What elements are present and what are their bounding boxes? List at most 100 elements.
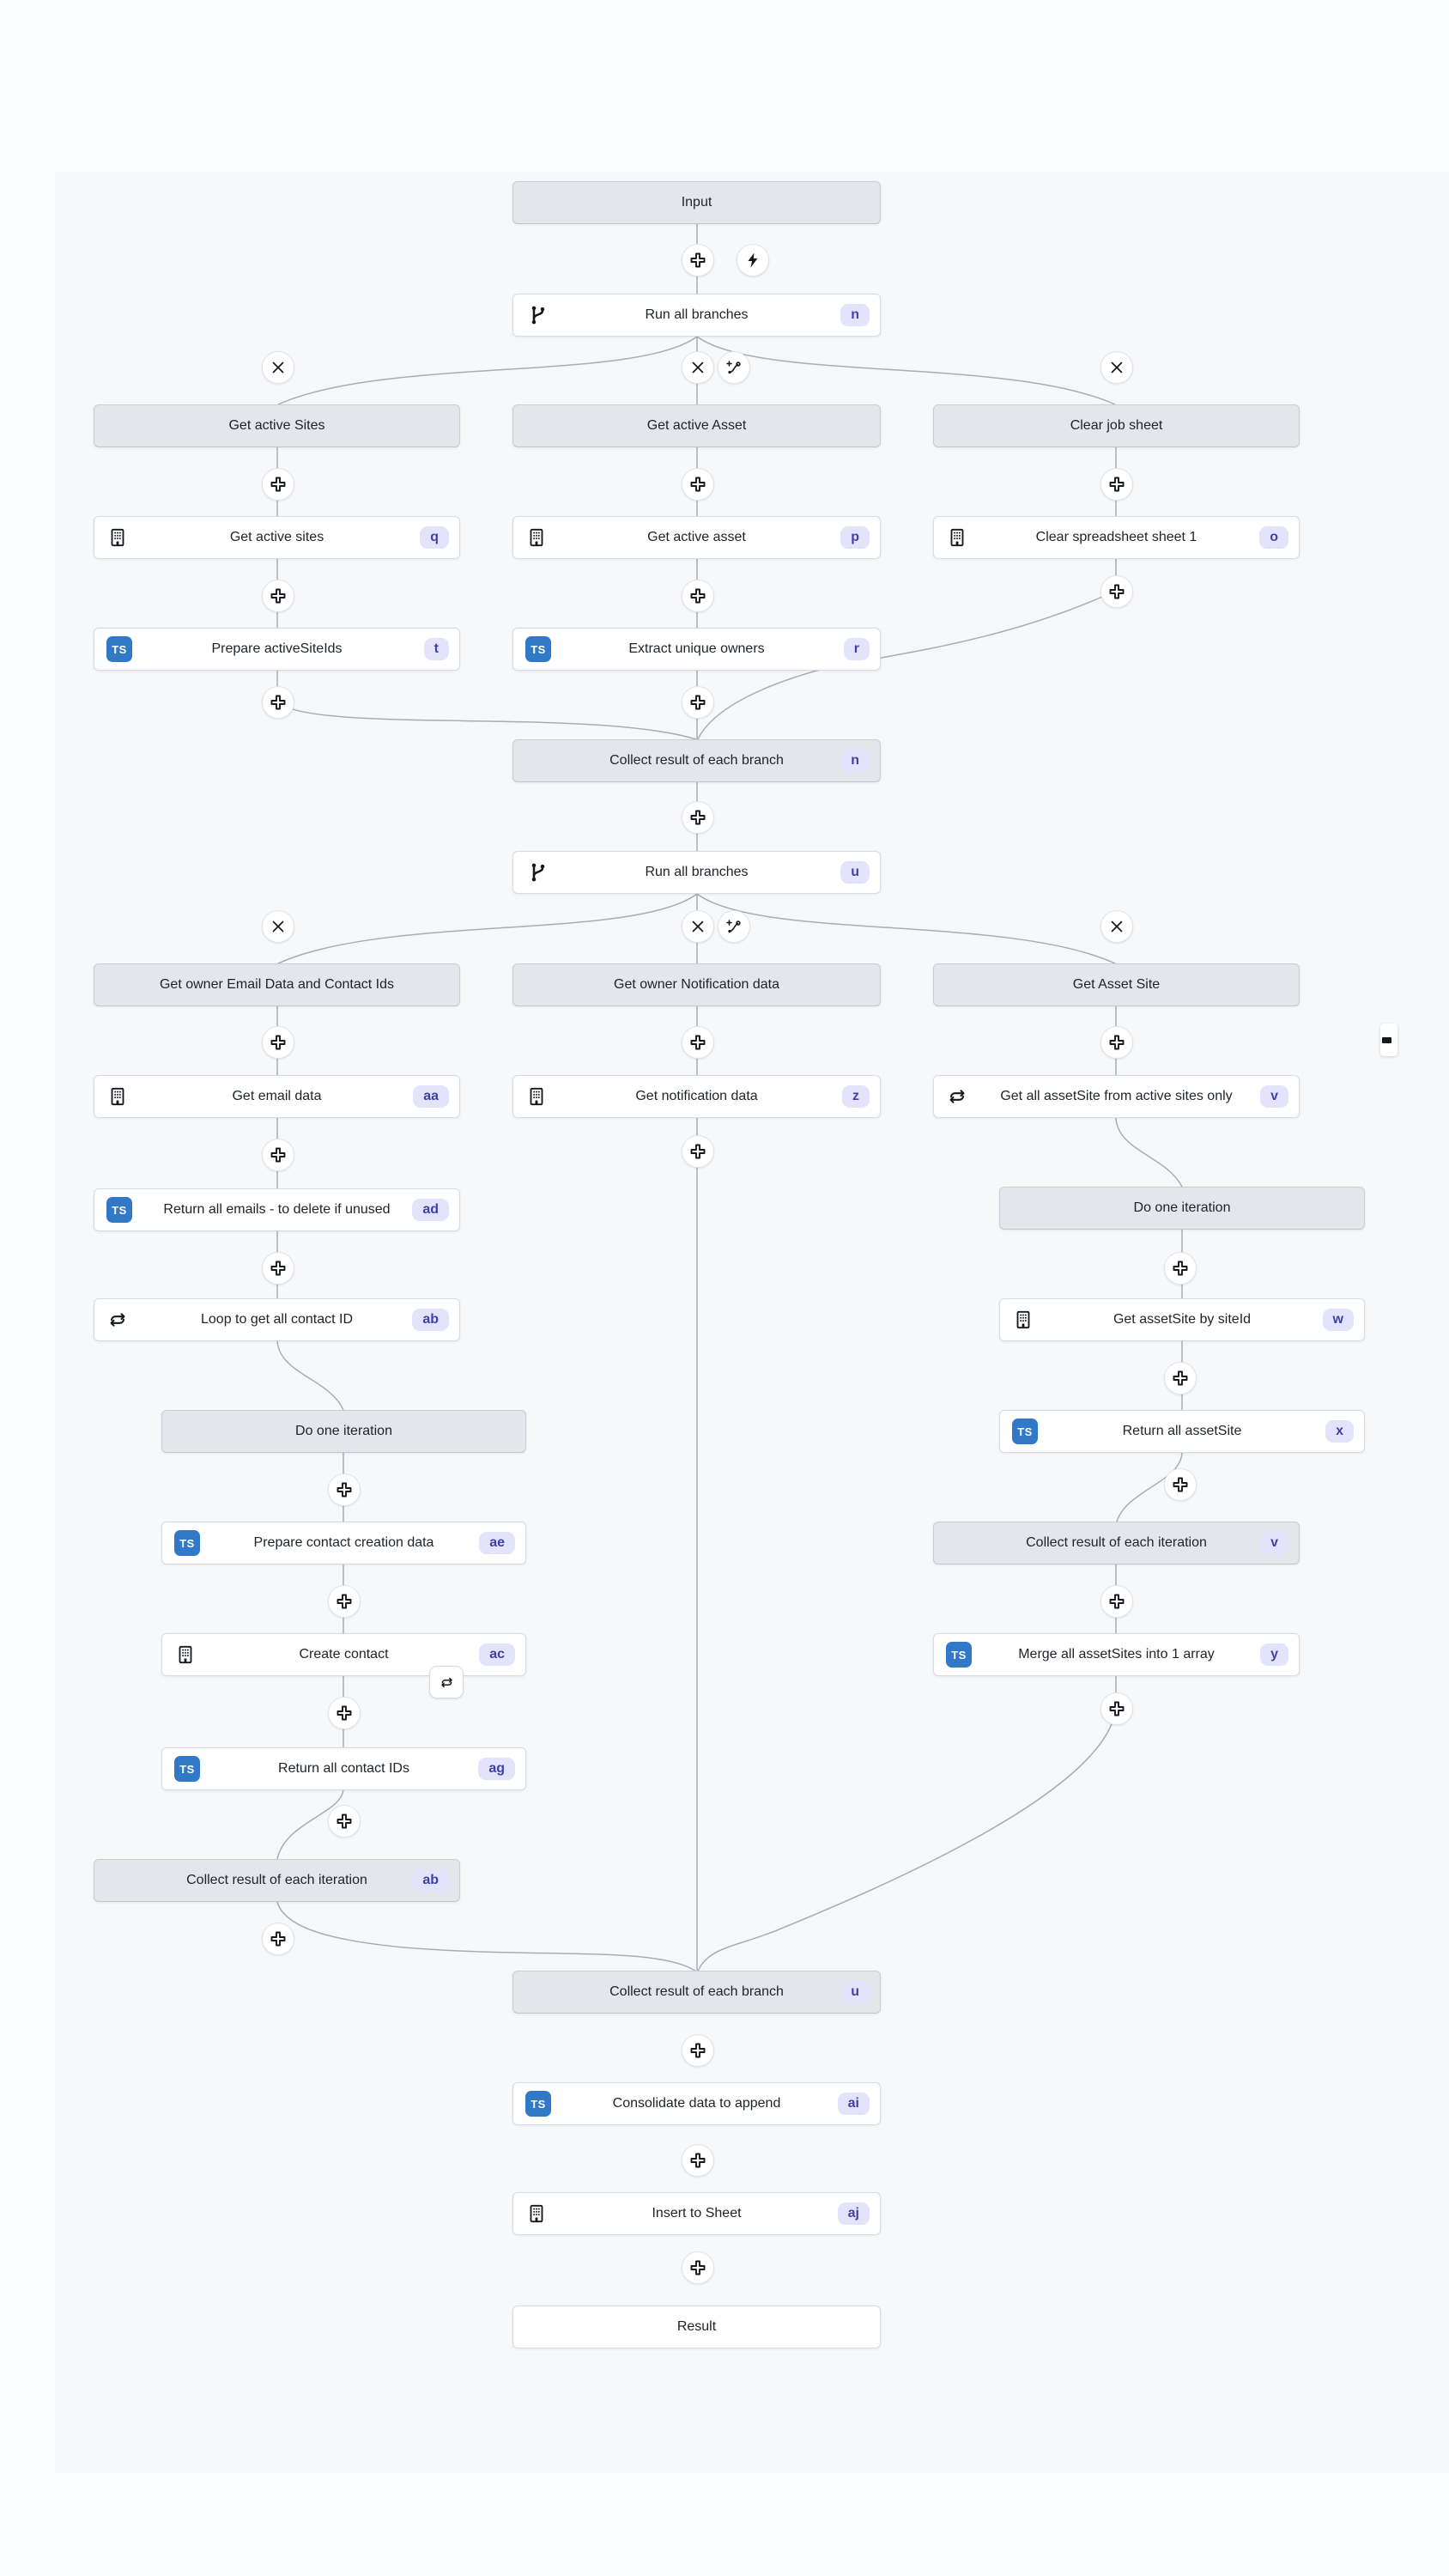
node-label: Prepare activeSiteIds [211,641,343,656]
add-step-button[interactable] [1100,575,1133,608]
add-step-button[interactable] [682,686,714,719]
add-step-button[interactable] [682,244,714,276]
close-icon [1111,361,1123,374]
add-step-button[interactable] [682,468,714,501]
node-key-badge: r [843,638,870,660]
node-branch-clear-job-sheet[interactable]: Clear job sheet [933,404,1300,447]
node-icon-slot [106,526,129,549]
add-step-button[interactable] [682,1135,714,1168]
add-step-button[interactable] [682,2251,714,2284]
node-icon-slot: TS [525,2091,551,2117]
plus-icon [690,2153,706,2168]
add-step-button[interactable] [682,801,714,834]
git-branch-icon [531,863,545,882]
node-branch-get-active-asset[interactable]: Get active Asset [512,404,881,447]
add-step-button[interactable] [682,2144,714,2177]
delete-branch-button[interactable] [682,351,714,384]
add-step-button[interactable] [1164,1252,1197,1285]
node-do-one-iteration-left[interactable]: Do one iteration [161,1410,526,1453]
add-step-button[interactable] [1100,1692,1133,1725]
node-label: Consolidate data to append [612,2096,781,2111]
add-step-button[interactable] [682,1026,714,1059]
lightning-icon [748,252,758,268]
building-icon [179,1645,192,1664]
plus-icon [270,477,286,492]
trigger-button[interactable] [737,244,769,276]
add-step-button[interactable] [262,468,294,501]
add-step-button[interactable] [1100,1026,1133,1059]
add-step-button[interactable] [1100,468,1133,501]
add-step-button[interactable] [1100,1585,1133,1618]
add-branch-button[interactable] [718,351,750,384]
node-input[interactable]: Input [512,181,881,224]
node-do-one-iteration-right[interactable]: Do one iteration [999,1187,1365,1230]
add-step-button[interactable] [262,1252,294,1285]
add-step-button[interactable] [262,1026,294,1059]
plus-icon [1109,477,1125,492]
add-step-button[interactable] [1164,1362,1197,1394]
add-step-button[interactable] [328,1805,361,1838]
node-get-all-assetsite[interactable]: Get all assetSite from active sites only… [933,1075,1300,1118]
node-icon-slot: TS [946,1642,972,1668]
node-loop-badge[interactable] [429,1666,464,1698]
add-step-button[interactable] [328,1585,361,1618]
node-icon-slot [525,2202,548,2225]
loop-icon [949,1090,965,1103]
add-branch-icon [726,361,741,374]
node-branch-get-active-sites[interactable]: Get active Sites [94,404,460,447]
building-icon [530,2204,543,2223]
node-branch-owner-email[interactable]: Get owner Email Data and Contact Ids [94,963,460,1006]
plus-icon [1109,1701,1125,1716]
add-step-button[interactable] [682,2034,714,2067]
node-icon-slot [106,1085,129,1108]
delete-branch-button[interactable] [1100,910,1133,943]
plus-icon [1109,584,1125,599]
delete-branch-button[interactable] [1100,351,1133,384]
add-step-button[interactable] [262,686,294,719]
add-branch-button[interactable] [718,910,750,943]
plus-icon [690,695,706,710]
plus-icon [690,588,706,604]
node-branch-owner-notification[interactable]: Get owner Notification data [512,963,881,1006]
delete-branch-button[interactable] [682,910,714,943]
add-step-button[interactable] [328,1473,361,1506]
node-label: Return all emails - to delete if unused [163,1202,391,1217]
delete-branch-button[interactable] [262,910,294,943]
typescript-icon: TS [174,1756,200,1782]
add-step-button[interactable] [682,580,714,612]
delete-branch-button[interactable] [262,351,294,384]
loop-icon [440,1677,452,1687]
add-step-button[interactable] [328,1697,361,1729]
node-result[interactable]: Result [512,2306,881,2348]
add-step-button[interactable] [1164,1468,1197,1501]
add-step-button[interactable] [262,580,294,612]
node-branch-get-asset-site[interactable]: Get Asset Site [933,963,1300,1006]
add-step-button[interactable] [262,1923,294,1955]
typescript-icon: TS [106,636,132,662]
add-step-button[interactable] [262,1139,294,1171]
node-label: Extract unique owners [628,641,765,656]
